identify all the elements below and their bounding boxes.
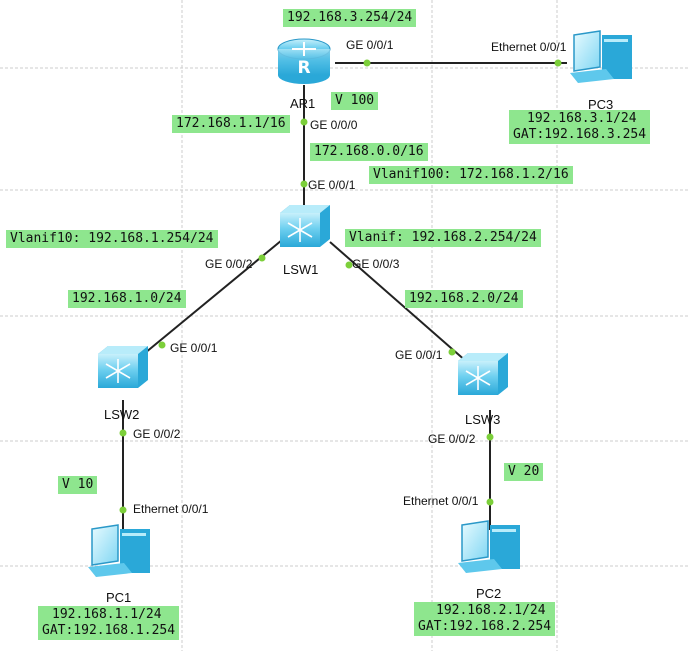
- link-lsw1-lsw3: [329, 241, 468, 363]
- port-dot-lsw2-g001: [158, 341, 166, 349]
- switch-icon[interactable]: [98, 346, 148, 388]
- note-ar1-g000-ip: 172.168.1.1/16: [172, 115, 290, 133]
- note-v100: V 100: [331, 92, 379, 110]
- note-vlanif10: Vlanif10: 192.168.1.254/24: [6, 230, 218, 248]
- device-name-lsw1: LSW1: [283, 262, 319, 277]
- pc2-ip: 192.168.2.1/24: [436, 603, 546, 618]
- port-dot-ar1-g001: [363, 59, 371, 67]
- port-dot-lsw3-g001: [448, 348, 456, 356]
- port-dot-lsw1-g002: [258, 254, 266, 262]
- port-label-lsw2-g001: GE 0/0/1: [170, 341, 218, 355]
- port-dot-pc1-eth: [119, 506, 127, 514]
- port-label-ar1-g000: GE 0/0/0: [310, 118, 358, 132]
- pc-icon[interactable]: [570, 30, 632, 83]
- device-name-ar1: AR1: [290, 96, 316, 111]
- port-dot-ar1-g000: [300, 118, 308, 126]
- switch-icon[interactable]: [280, 205, 330, 247]
- device-name-pc1: PC1: [106, 590, 132, 605]
- port-label-lsw1-g001: GE 0/0/1: [308, 178, 356, 192]
- note-v10: V 10: [58, 476, 98, 494]
- pc1-ip: 192.168.1.1/24: [52, 607, 162, 622]
- device-name-lsw3: LSW3: [465, 412, 501, 427]
- port-label-pc1-eth: Ethernet 0/0/1: [133, 502, 209, 516]
- switch-icon[interactable]: [458, 353, 508, 395]
- pc-icon[interactable]: [458, 520, 520, 573]
- port-label-pc3-eth: Ethernet 0/0/1: [491, 40, 567, 54]
- pc3-gateway: GAT:192.168.3.254: [513, 127, 647, 142]
- note-pc1-config: 192.168.1.1/24 GAT:192.168.1.254: [38, 606, 180, 640]
- port-label-pc2-eth: Ethernet 0/0/1: [403, 494, 479, 508]
- pc2-gateway: GAT:192.168.2.254: [418, 619, 552, 634]
- port-dot-lsw1-g003: [345, 261, 353, 269]
- svg-text:R: R: [297, 58, 310, 78]
- pc-icon[interactable]: [88, 524, 150, 577]
- device-name-lsw2: LSW2: [104, 407, 140, 422]
- port-label-ar1-g001: GE 0/0/1: [346, 38, 394, 52]
- port-dot-pc3-eth: [554, 59, 562, 67]
- port-dot-lsw2-g002: [119, 429, 127, 437]
- device-name-pc2: PC2: [476, 586, 502, 601]
- note-pc3-config: 192.168.3.1/24 GAT:192.168.3.254: [509, 110, 651, 144]
- router-icon[interactable]: R: [277, 38, 331, 84]
- note-ar1-lan: 192.168.3.254/24: [283, 9, 417, 27]
- note-vlanif20: Vlanif: 192.168.2.254/24: [345, 229, 541, 247]
- port-label-lsw1-g003: GE 0/0/3: [352, 257, 400, 271]
- note-vlanif100: Vlanif100: 172.168.1.2/16: [369, 166, 573, 184]
- device-name-pc3: PC3: [588, 97, 614, 112]
- port-dot-lsw1-g001: [300, 180, 308, 188]
- note-net-1: 192.168.1.0/24: [68, 290, 186, 308]
- note-net-2: 192.168.2.0/24: [405, 290, 523, 308]
- port-label-lsw1-g002: GE 0/0/2: [205, 257, 253, 271]
- port-label-lsw2-g002: GE 0/0/2: [133, 427, 181, 441]
- port-label-lsw3-g001: GE 0/0/1: [395, 348, 443, 362]
- pc1-gateway: GAT:192.168.1.254: [42, 623, 176, 638]
- port-dot-lsw3-g002: [486, 433, 494, 441]
- port-dots: [119, 59, 562, 514]
- port-dot-pc2-eth: [486, 498, 494, 506]
- pc3-ip: 192.168.3.1/24: [527, 111, 637, 126]
- note-pc2-config: 192.168.2.1/24 GAT:192.168.2.254: [414, 602, 556, 636]
- note-v20: V 20: [504, 463, 544, 481]
- note-net-172: 172.168.0.0/16: [310, 143, 428, 161]
- port-label-lsw3-g002: GE 0/0/2: [428, 432, 476, 446]
